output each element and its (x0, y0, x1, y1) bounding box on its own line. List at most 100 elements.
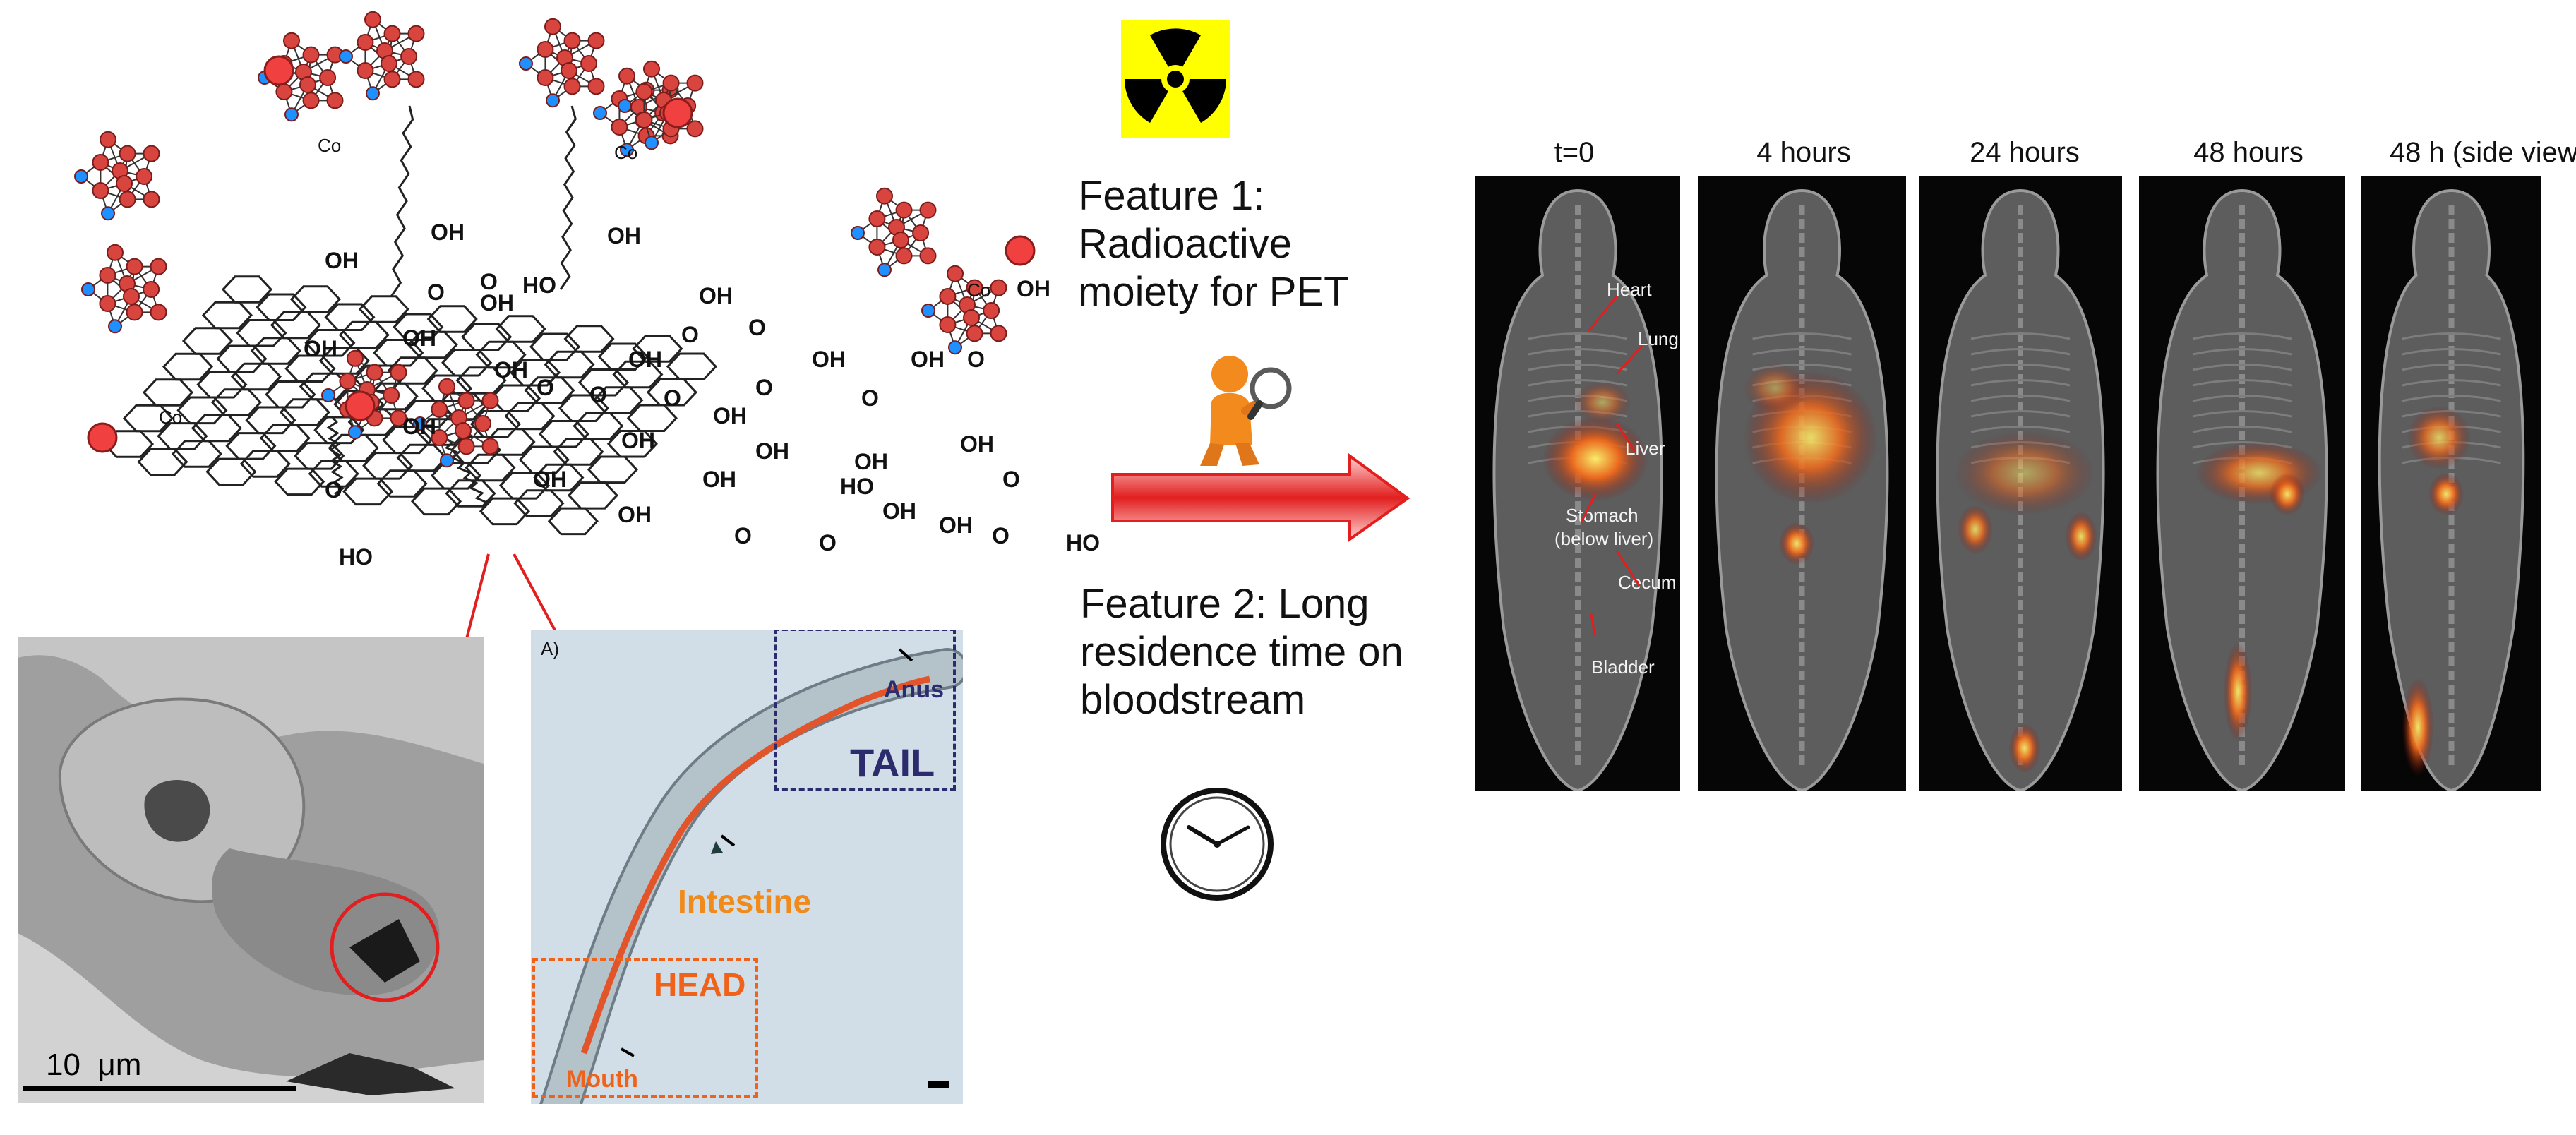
hydroxyl-label: OH (854, 449, 888, 474)
carbon-ring (504, 402, 556, 431)
carbon-ring (358, 295, 409, 323)
carbon-ring (210, 388, 262, 416)
feature-1-text: Feature 1: Radioactive moiety for PET (1078, 172, 1349, 316)
carbon-ring (529, 332, 581, 361)
pet-timepoint-title: 24 hours (1970, 137, 2080, 168)
carbon-ring (666, 352, 717, 380)
pet-timepoint-title: t=0 (1554, 137, 1595, 168)
carbon-ring (632, 335, 683, 363)
carbon-ring (236, 319, 287, 347)
feature-2-line-2: residence time on (1080, 629, 1403, 675)
carbon-ring (461, 323, 513, 351)
hydroxyl-label: HO (1066, 530, 1100, 556)
organ-label: Heart (1607, 279, 1652, 300)
iodine-atom (263, 55, 294, 86)
hydroxyl-label: OH (882, 498, 916, 524)
carborane-cage (74, 131, 160, 221)
head-box (532, 958, 758, 1098)
carbon-ring (573, 412, 624, 440)
carbon-ring (289, 285, 341, 313)
epoxide-oxygen-label: O (664, 385, 681, 411)
alkyl-tether (559, 105, 577, 290)
carbon-ring (587, 455, 638, 484)
hydroxyl-label: OH (402, 414, 436, 439)
hydroxyl-label: OH (939, 512, 973, 538)
c-elegans-micrograph: A) Anus TAIL Intestine HEAD Mouth (531, 630, 963, 1104)
carbon-ring (495, 315, 546, 343)
hydroxyl-label: OH (713, 403, 747, 428)
radiation-warning-icon (1121, 20, 1230, 138)
carbon-ring (225, 432, 277, 460)
hydroxyl-label: OH (325, 248, 359, 273)
epoxide-oxygen-label: O (819, 530, 837, 556)
carbon-ring (338, 320, 390, 349)
carbon-ring (393, 313, 444, 341)
hydroxyl-label: OH (702, 467, 736, 492)
pet-ct-image (2139, 176, 2345, 791)
cobalt-label: Co (318, 135, 341, 156)
tem-micrograph: 10 μm (18, 637, 484, 1103)
carbon-ring (308, 460, 359, 488)
epoxide-oxygen-label: O (748, 315, 766, 340)
hydroxyl-label: OH (755, 438, 789, 464)
epoxide-oxygen-label: O (480, 269, 498, 294)
carbon-ring (524, 376, 575, 404)
carbon-ring (441, 349, 493, 377)
carbon-ring (259, 424, 311, 452)
carbon-ring (626, 404, 678, 432)
pet-ct-image (1698, 176, 1906, 791)
carbon-ring (362, 452, 414, 480)
hydroxyl-label: HO (522, 272, 556, 298)
pet-ct-image (1475, 176, 1680, 791)
alkyl-tether (444, 436, 491, 510)
hydroxyl-label: HO (339, 544, 373, 570)
carbon-ring (265, 380, 316, 409)
carbon-ring (196, 371, 248, 399)
organ-pointers (1580, 296, 1643, 635)
carbon-ring (547, 507, 599, 536)
carbon-ring (469, 410, 522, 438)
pet-timepoint-title: 48 h (side view) (2389, 137, 2576, 168)
epoxide-oxygen-label: O (1002, 467, 1020, 492)
carbon-ring (396, 443, 448, 472)
hydroxyl-label: OH (533, 467, 567, 492)
carbon-ring (191, 414, 242, 443)
carbon-ring (230, 362, 282, 391)
organ-label: Cecum (1618, 572, 1677, 593)
feature-1-line-1: Feature 1: (1078, 173, 1265, 219)
epoxide-oxygen-label: O (681, 322, 699, 347)
organ-label: Bladder (1591, 656, 1655, 678)
carbon-ring (544, 350, 595, 379)
carbon-ring (162, 352, 214, 381)
pet-timepoint-title: 4 hours (1756, 137, 1851, 168)
hydroxyl-label: OH (960, 431, 994, 457)
feature-2-line-1: Feature 2: Long (1080, 581, 1370, 627)
carbon-ring (592, 386, 644, 414)
hydroxyl-label: OH (911, 347, 945, 372)
carborane-cage (851, 187, 937, 277)
carbon-ring (376, 469, 428, 498)
anus-label: Anus (884, 676, 944, 703)
carbon-ring (597, 342, 649, 371)
cobalt-label: Co (967, 280, 990, 301)
carborane-cage (339, 11, 425, 101)
epoxide-oxygen-label: O (734, 523, 752, 548)
pet-timepoint-title: 48 hours (2193, 137, 2304, 168)
carbon-ring (294, 442, 345, 470)
pet-ct-image (2361, 176, 2541, 791)
carbon-ring (577, 368, 629, 397)
carbon-ring (176, 396, 228, 425)
carbon-ring (563, 325, 615, 353)
carbon-ring (181, 327, 234, 355)
head-label: HEAD (654, 966, 746, 1003)
feature-2-text: Feature 2: Long residence time on bloods… (1080, 580, 1403, 724)
carbon-ring (513, 489, 565, 517)
alkyl-tether (326, 416, 345, 496)
carbon-ring (387, 356, 438, 385)
tail-label: TAIL (850, 740, 935, 785)
carborane-cage (413, 378, 499, 468)
carbon-ring (171, 440, 222, 468)
carbon-ring (347, 408, 399, 436)
carbon-ring (538, 420, 589, 448)
graphene-aggregate-highlight (330, 892, 440, 1002)
